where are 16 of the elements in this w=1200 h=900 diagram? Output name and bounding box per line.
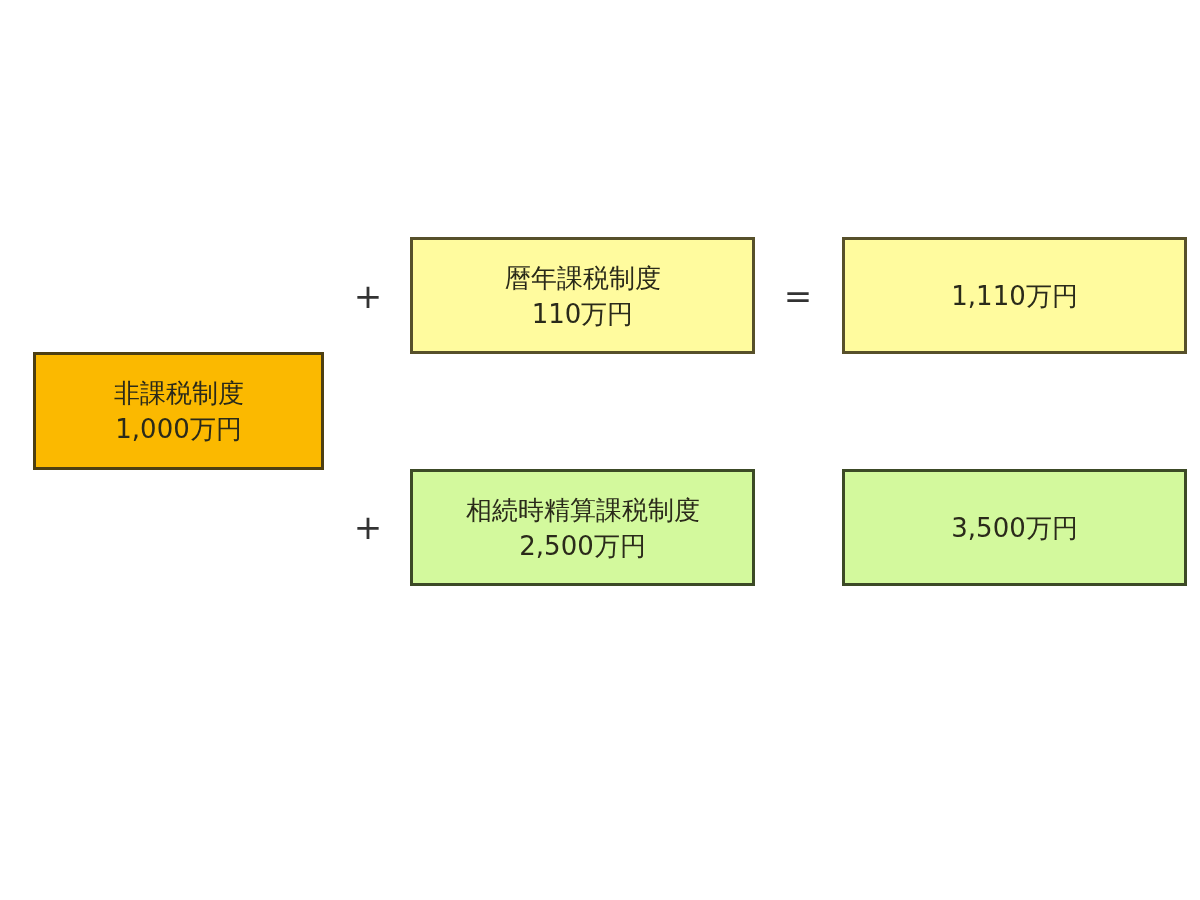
amount-text: 1,110万円: [951, 279, 1078, 313]
tax-scheme-box: [410, 237, 755, 354]
plus-sign: +: [352, 507, 384, 547]
amount-text: 1,000万円: [115, 413, 242, 446]
tax-scheme-box: [410, 469, 755, 586]
amount-text: 110万円: [531, 297, 634, 331]
equals-sign: =: [782, 276, 814, 316]
scheme-name: 暦年課税制度: [504, 261, 661, 295]
amount-text: 3,500万円: [951, 511, 1078, 545]
amount-text: 2,500万円: [519, 529, 646, 563]
scheme-name: 相続時精算課税制度: [465, 493, 700, 527]
total-box: [842, 469, 1187, 586]
plus-sign: +: [352, 276, 384, 316]
total-box: [842, 237, 1187, 354]
tax-scheme-box: [33, 352, 324, 470]
scheme-name: 非課税制度: [113, 377, 244, 410]
